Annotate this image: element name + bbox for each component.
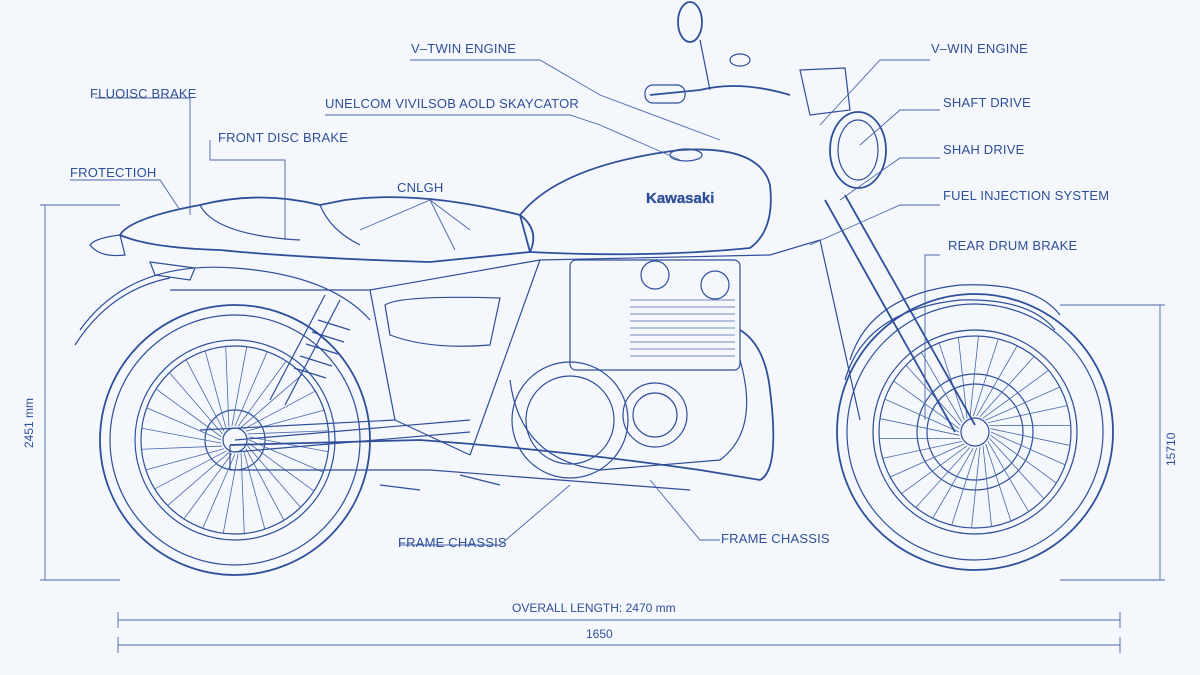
label-front-disc-brake: FRONT DISC BRAKE bbox=[218, 130, 349, 145]
wheel-spoke bbox=[167, 452, 230, 506]
wheel-spoke bbox=[987, 405, 1068, 423]
dim-wheelbase: 1650 bbox=[586, 627, 613, 641]
wheel-spoke bbox=[245, 448, 285, 521]
wheel-spoke bbox=[932, 447, 974, 519]
wheel-spoke bbox=[243, 390, 316, 430]
dimension-lines bbox=[40, 204, 1165, 653]
exhaust-pipe bbox=[229, 329, 775, 481]
wheel-spoke bbox=[979, 356, 1035, 418]
wheel-spoke bbox=[141, 427, 222, 444]
wheel-spoke bbox=[243, 450, 266, 530]
wheel-spoke bbox=[890, 443, 965, 478]
wheel-spoke bbox=[169, 372, 223, 435]
wheel-spoke bbox=[990, 431, 1066, 466]
wheel-spoke bbox=[989, 438, 1045, 500]
wheel-spoke bbox=[901, 445, 968, 494]
seat bbox=[118, 196, 535, 263]
dim-overall-length: OVERALL LENGTH: 2470 mm bbox=[512, 601, 676, 615]
front-fender bbox=[849, 284, 1061, 361]
wheel-spoke bbox=[204, 350, 227, 430]
wheel-spoke bbox=[982, 445, 992, 527]
rear-fender bbox=[79, 266, 371, 331]
wheel-spoke bbox=[222, 453, 239, 534]
wheel-spoke bbox=[921, 352, 963, 423]
wheel-spoke bbox=[245, 409, 325, 432]
wheel-spoke bbox=[225, 346, 230, 428]
label-rear-drum-brake: REAR DRUM BRAKE bbox=[948, 238, 1078, 253]
wheel-spoke bbox=[985, 386, 1060, 421]
wheel-spoke bbox=[958, 337, 968, 419]
wheel-spoke bbox=[971, 447, 981, 528]
tank-logo: Kawasaki bbox=[646, 190, 714, 207]
label-fuel-injection: FUEL INJECTION SYSTEM bbox=[943, 188, 1110, 203]
label-shaft-drive: SHAFT DRIVE bbox=[943, 95, 1031, 110]
wheel-spoke bbox=[969, 336, 979, 417]
wheel-spoke bbox=[982, 370, 1049, 419]
label-frame-chassis-right: FRAME CHASSIS bbox=[721, 531, 830, 546]
front-wheel bbox=[836, 293, 1114, 571]
wheel-spoke bbox=[234, 351, 268, 427]
wheel-spoke bbox=[247, 430, 329, 435]
headlight bbox=[829, 111, 887, 189]
label-fluoisc-brake: FLUOISC BRAKE bbox=[90, 86, 197, 101]
wheel-spoke bbox=[884, 398, 960, 433]
label-frame-chassis-left: FRAME CHASSIS bbox=[398, 535, 507, 550]
fuel-tank bbox=[519, 148, 772, 256]
label-vwin-engine: V–WIN ENGINE bbox=[931, 41, 1029, 56]
wheel-spoke bbox=[154, 450, 227, 490]
wheel-spoke bbox=[951, 447, 978, 526]
wheel-spoke bbox=[879, 418, 960, 436]
rear-wheel bbox=[99, 304, 371, 576]
leader-lines bbox=[70, 59, 940, 546]
wheel-spoke bbox=[247, 445, 301, 508]
wheel-spoke bbox=[240, 374, 303, 428]
handlebar bbox=[649, 85, 791, 96]
label-vtwin-engine: V–TWIN ENGINE bbox=[411, 41, 517, 56]
front-fork bbox=[824, 199, 956, 433]
wheel-spoke bbox=[146, 407, 222, 441]
wheel-spoke bbox=[237, 360, 287, 427]
mirror bbox=[677, 1, 703, 43]
wheel-spoke bbox=[976, 345, 1018, 417]
wheel-spoke bbox=[990, 435, 1057, 484]
label-protection: FROTECTIOH bbox=[70, 165, 157, 180]
tail-light bbox=[89, 234, 126, 257]
wheel-spoke bbox=[985, 443, 1012, 522]
wheel-spoke bbox=[972, 338, 999, 417]
rear-shock bbox=[269, 294, 351, 406]
wheel-spoke bbox=[240, 452, 245, 534]
wheel-spoke bbox=[185, 359, 225, 432]
side-panel bbox=[384, 296, 501, 347]
wheel-spoke bbox=[141, 445, 223, 450]
label-unelcom: UNELCOM VIVILSOB AOLD SKAYCATOR bbox=[325, 96, 579, 111]
label-shah-drive: SHAH DRIVE bbox=[943, 142, 1025, 157]
wheel-spoke bbox=[248, 442, 315, 492]
wheel-spoke bbox=[915, 446, 971, 508]
wheel-spoke bbox=[905, 364, 961, 426]
dim-height-right: 15710 bbox=[1164, 432, 1178, 466]
wheel-spoke bbox=[248, 439, 324, 473]
wheel-spoke bbox=[183, 453, 233, 520]
dim-height-left: 2451 mm bbox=[22, 397, 36, 448]
wheel-spoke bbox=[231, 346, 248, 427]
wheel-spoke bbox=[145, 448, 225, 471]
wheel-spoke bbox=[882, 441, 963, 459]
wheel-spoke bbox=[990, 428, 1071, 446]
wheel-spoke bbox=[938, 342, 965, 421]
label-cnlgh: CNLGH bbox=[397, 180, 444, 195]
engine bbox=[509, 259, 748, 479]
wheel-spoke bbox=[987, 441, 1029, 512]
